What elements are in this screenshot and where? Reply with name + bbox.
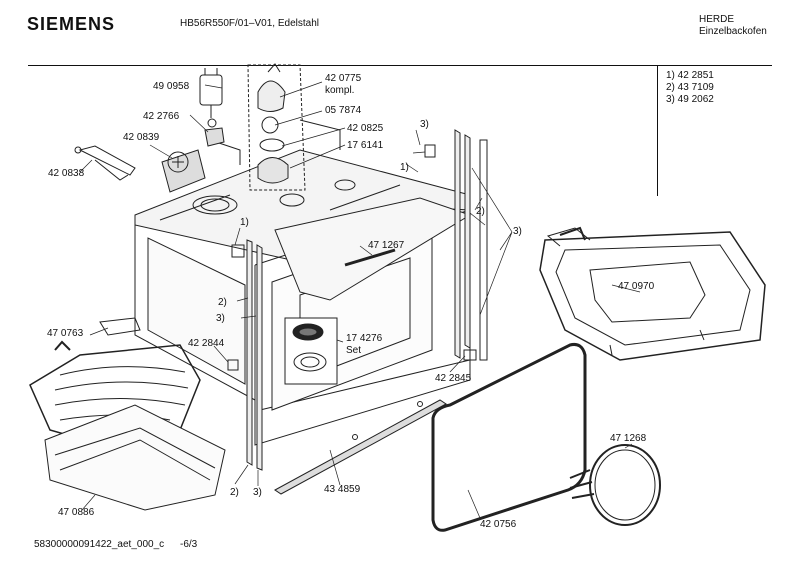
oven-cavity: [134, 119, 472, 446]
doc-id: 58300000091422_aet_000_c: [34, 539, 165, 550]
part-label: 05 7874: [325, 105, 362, 116]
part-label: 42 2766: [143, 111, 180, 122]
part-label: 42 0825: [347, 123, 384, 134]
part-label: 42 0838: [48, 168, 85, 179]
door-frame-rails: [227, 129, 488, 471]
part-label: 42 0775: [325, 73, 362, 84]
part-label: 42 0839: [123, 132, 160, 143]
callout-marker: 3): [253, 487, 262, 498]
part-label: 47 0970: [618, 281, 655, 292]
door-gasket: [431, 343, 587, 532]
page-number: -6/3: [180, 539, 198, 550]
part-label: 47 0886: [58, 507, 95, 518]
header-divider: [28, 65, 772, 66]
part-label: 49 0958: [153, 81, 190, 92]
top-parts: [74, 63, 306, 193]
brand-logo: SIEMENS: [27, 14, 116, 34]
part-label: 43 4859: [324, 484, 361, 495]
callout-marker: 1): [400, 162, 409, 173]
callout-marker: 3): [216, 313, 225, 324]
callout-marker: 2): [476, 206, 485, 217]
door-trim-rail: [274, 399, 447, 495]
model-title: HB56R550F/01–V01, Edelstahl: [180, 18, 319, 29]
category-line-2: Einzelbackofen: [699, 26, 767, 37]
leader-lines: [79, 81, 641, 519]
part-label: 47 1267: [368, 240, 405, 251]
callout-marker: 2): [230, 487, 239, 498]
part-label: kompl.: [325, 85, 355, 96]
part-label: 47 1268: [610, 433, 647, 444]
part-label: 17 6141: [347, 140, 384, 151]
callout-marker: 3): [420, 119, 429, 130]
legend-item: 1) 42 2851: [666, 70, 714, 81]
part-label: Set: [346, 345, 362, 356]
part-label: 47 0763: [47, 328, 84, 339]
part-label: 42 2844: [188, 338, 225, 349]
callout-marker: 2): [218, 297, 227, 308]
legend-item: 3) 49 2062: [666, 94, 714, 105]
grill-heater: [539, 226, 766, 361]
category-line-1: HERDE: [699, 14, 735, 25]
callout-marker: 3): [513, 226, 522, 237]
legend: 1) 42 2851 2) 43 7109 3) 49 2062: [666, 70, 714, 106]
ring-heater: [569, 444, 661, 526]
legend-divider: [657, 66, 658, 196]
heat-shield: [44, 404, 226, 511]
part-label: 42 0756: [480, 519, 517, 530]
legend-item: 2) 43 7109: [666, 82, 714, 93]
lamp-set: [284, 317, 338, 385]
part-label: 17 4276: [346, 333, 383, 344]
part-label: 42 2845: [435, 373, 472, 384]
callout-marker: 1): [240, 217, 249, 228]
